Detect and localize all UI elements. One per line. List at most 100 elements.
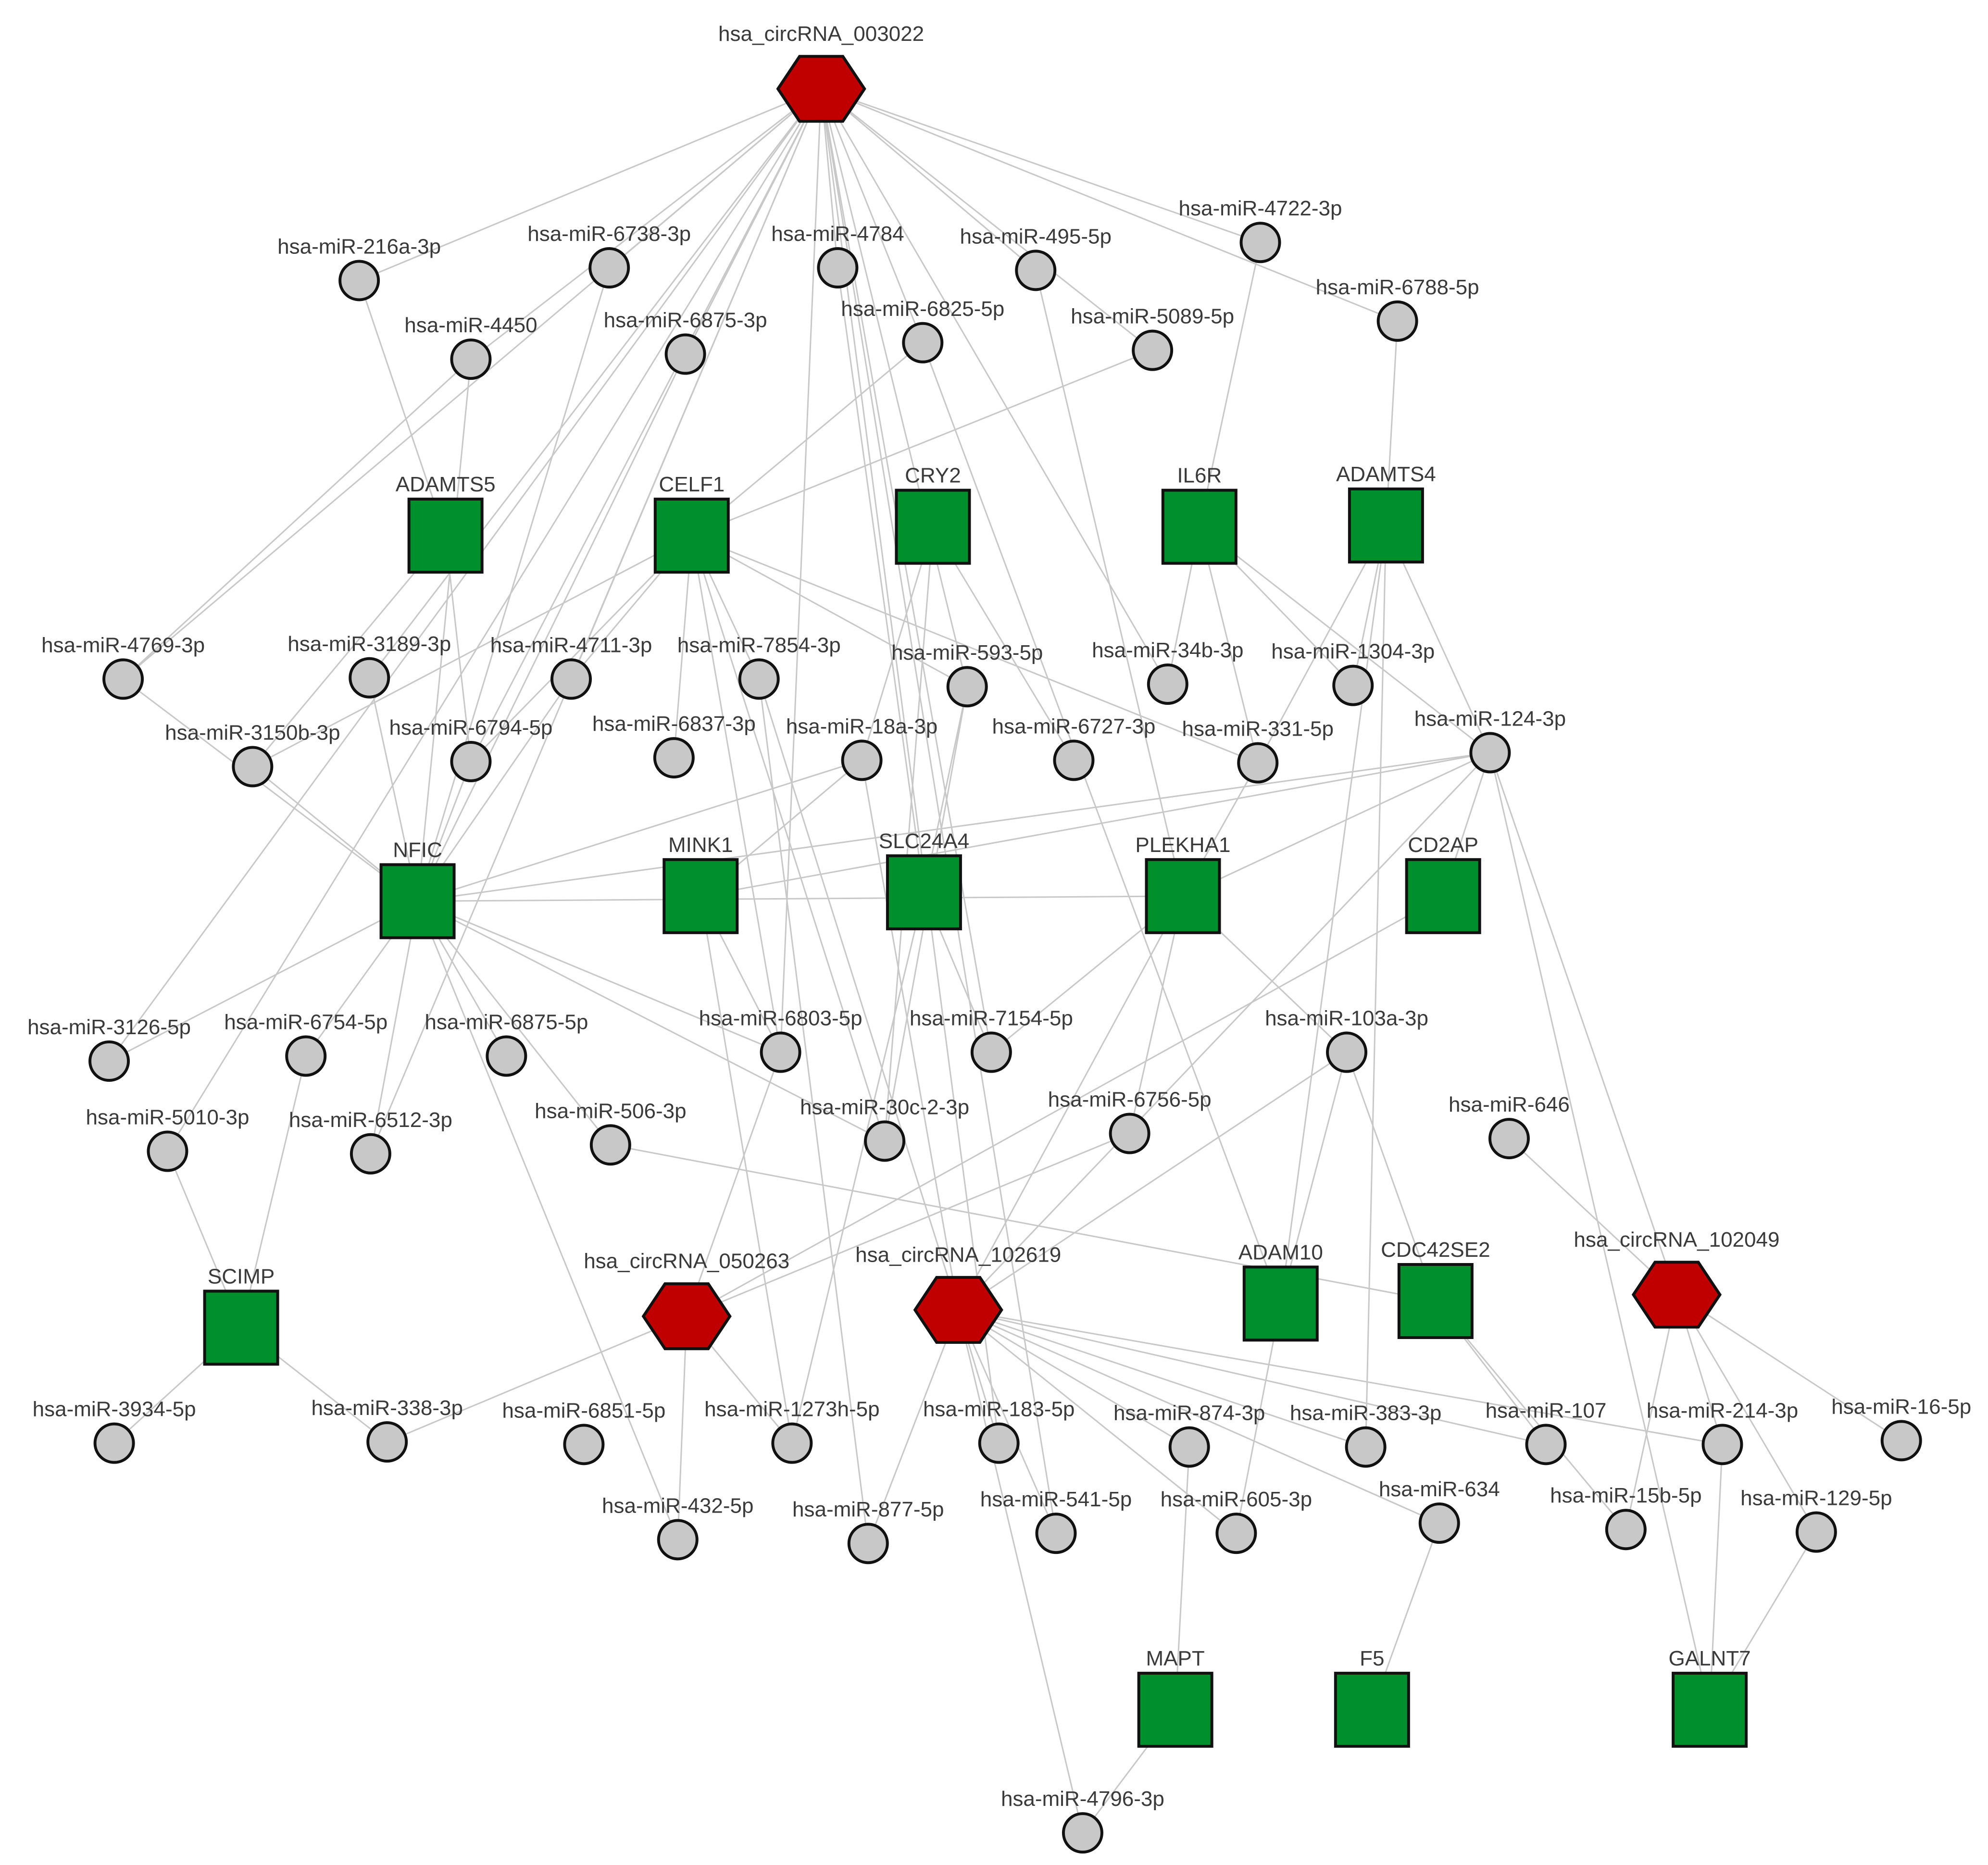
edge [820, 88, 968, 687]
edge [1199, 526, 1259, 764]
node-label: hsa-miR-6875-3p [604, 309, 767, 332]
node-hsa-mir-634: hsa-miR-634 [1379, 1477, 1500, 1544]
mirna-circle [902, 322, 944, 363]
node-label: hsa-miR-541-5p [980, 1488, 1132, 1511]
gene-square [895, 488, 971, 565]
mirna-circle [864, 1120, 906, 1162]
mirna-circle [1488, 1118, 1530, 1160]
node-label: MAPT [1146, 1647, 1205, 1670]
mirna-circle [1345, 1426, 1387, 1468]
node-label: hsa-miR-4784 [771, 222, 904, 246]
edge [358, 280, 447, 536]
edge [957, 1310, 1084, 1833]
edge [884, 526, 934, 1141]
edge [958, 1309, 1366, 1448]
mirna-circle [1215, 1513, 1257, 1554]
node-label: ADAMTS4 [1336, 463, 1436, 486]
edge [820, 88, 924, 343]
node-adamts4: ADAMTS4 [1336, 463, 1436, 563]
edge [1035, 270, 1184, 897]
node-scimp: SCIMP [203, 1264, 279, 1366]
gene-square [203, 1289, 279, 1366]
node-label: CELF1 [659, 473, 725, 496]
node-cdc42se2: CDC42SE2 [1381, 1238, 1490, 1339]
mirna-circle [1701, 1424, 1743, 1465]
mirna-circle [817, 247, 859, 289]
edge [780, 88, 822, 1052]
node-hsa-mir-3126-5p: hsa-miR-3126-5p [27, 1015, 191, 1082]
node-nfic: NFIC [379, 838, 456, 939]
node-label: hsa-miR-1304-3p [1271, 640, 1435, 663]
edge [417, 901, 612, 1146]
edge [1175, 1447, 1190, 1710]
mirna-circle [847, 1523, 889, 1565]
edge [1182, 752, 1490, 897]
edge [958, 1051, 1347, 1311]
circrna-hexagon [776, 55, 866, 123]
gene-square [1348, 487, 1424, 563]
edge [958, 1309, 1546, 1445]
edge [123, 678, 418, 902]
node-label: hsa-miR-874-3p [1113, 1402, 1265, 1425]
node-hsa-mir-331-5p: hsa-miR-331-5p [1182, 717, 1334, 784]
mirna-circle [486, 1035, 527, 1077]
node-hsa-mir-124-3p: hsa-miR-124-3p [1414, 707, 1566, 774]
edge [370, 901, 419, 1154]
edge [820, 88, 1057, 1534]
node-hsa-mir-4722-3p: hsa-miR-4722-3p [1179, 197, 1342, 263]
gene-square [663, 858, 739, 934]
edge [470, 88, 822, 762]
node-label: PLEKHA1 [1135, 833, 1230, 857]
edge [758, 679, 869, 1544]
gene-square [1242, 1265, 1319, 1342]
node-label: hsa-miR-4450 [404, 313, 537, 337]
node-label: MINK1 [668, 833, 733, 857]
gene-square [1397, 1263, 1474, 1339]
mirna-circle [1053, 739, 1095, 781]
mirna-circle [563, 1424, 605, 1465]
mirna-circle [1239, 222, 1281, 263]
node-hsa-mir-216a-3p: hsa-miR-216a-3p [277, 235, 441, 301]
node-f5: F5 [1334, 1647, 1410, 1748]
node-hsa-mir-593-5p: hsa-miR-593-5p [891, 641, 1043, 708]
node-hsa-mir-605-3p: hsa-miR-605-3p [1161, 1488, 1312, 1554]
node-label: SCIMP [208, 1264, 275, 1288]
edge [1280, 1052, 1348, 1304]
mirna-circle [1376, 300, 1418, 342]
edge [123, 359, 472, 680]
edge [861, 760, 959, 1310]
edge [1199, 526, 1491, 753]
node-hsa-mir-877-5p: hsa-miR-877-5p [792, 1498, 944, 1565]
edge [123, 88, 822, 680]
mirna-circle [738, 658, 780, 700]
mirna-circle [450, 741, 492, 782]
node-galnt7: GALNT7 [1668, 1647, 1751, 1748]
node-hsa-circrna-102049: hsa_circRNA_102049 [1574, 1228, 1779, 1329]
edge [240, 1056, 307, 1328]
edge [677, 1316, 688, 1540]
node-hsa-mir-874-3p: hsa-miR-874-3p [1113, 1402, 1265, 1468]
edge [686, 1052, 782, 1317]
edge [821, 88, 1261, 243]
edge [867, 1309, 959, 1544]
node-hsa-mir-107: hsa-miR-107 [1486, 1399, 1606, 1465]
node-hsa-mir-5010-3p: hsa-miR-5010-3p [86, 1105, 249, 1172]
edge [958, 1309, 1723, 1445]
mirna-circle [1015, 250, 1057, 291]
mirna-circle [1418, 1502, 1460, 1544]
edge [370, 88, 822, 1154]
mirna-circle [1147, 663, 1188, 705]
gene-square [1672, 1672, 1748, 1748]
node-label: hsa-miR-1273h-5p [704, 1398, 879, 1421]
mirna-circle [1326, 1031, 1368, 1073]
edge [691, 342, 924, 537]
node-label: hsa-miR-6851-5p [502, 1399, 665, 1422]
node-label: GALNT7 [1668, 1647, 1750, 1670]
mirna-circle [1795, 1511, 1837, 1553]
node-label: ADAMTS5 [396, 473, 496, 496]
node-label: hsa-miR-16-5p [1831, 1395, 1971, 1418]
node-hsa-mir-1304-3p: hsa-miR-1304-3p [1271, 640, 1435, 706]
node-hsa-mir-6754-5p: hsa-miR-6754-5p [224, 1010, 388, 1077]
edge [1676, 1294, 1902, 1441]
